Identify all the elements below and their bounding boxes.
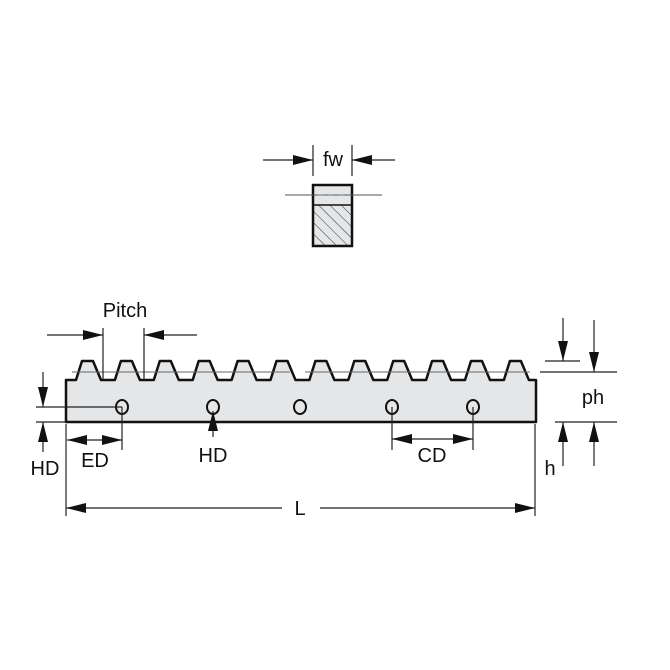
ed-label: ED [81,450,109,472]
cross-section-view: fw [263,145,395,248]
end-distance-dimension: ED [67,407,123,472]
rack-side-view [64,359,538,424]
cd-label: CD [418,445,447,467]
section-hatched-body [313,205,352,246]
rack-body [64,359,538,424]
mounting-hole [293,399,307,415]
length-dimension: L [65,424,536,520]
ph-label: ph [582,387,604,409]
l-label: L [294,498,305,520]
center-distance-dimension: CD [391,407,474,467]
hd-center-label: HD [199,445,228,467]
h-label: h [544,458,555,480]
pitch-label: Pitch [103,300,147,322]
height-dimensions: ph h [540,318,617,480]
hd-left-label: HD [31,458,60,480]
fw-label: fw [323,149,344,171]
hole-diameter-dimension: HD [199,411,228,467]
hole-height-dimension: HD [31,372,122,480]
pitch-dimension: Pitch [47,300,197,380]
section-outline [311,183,354,248]
